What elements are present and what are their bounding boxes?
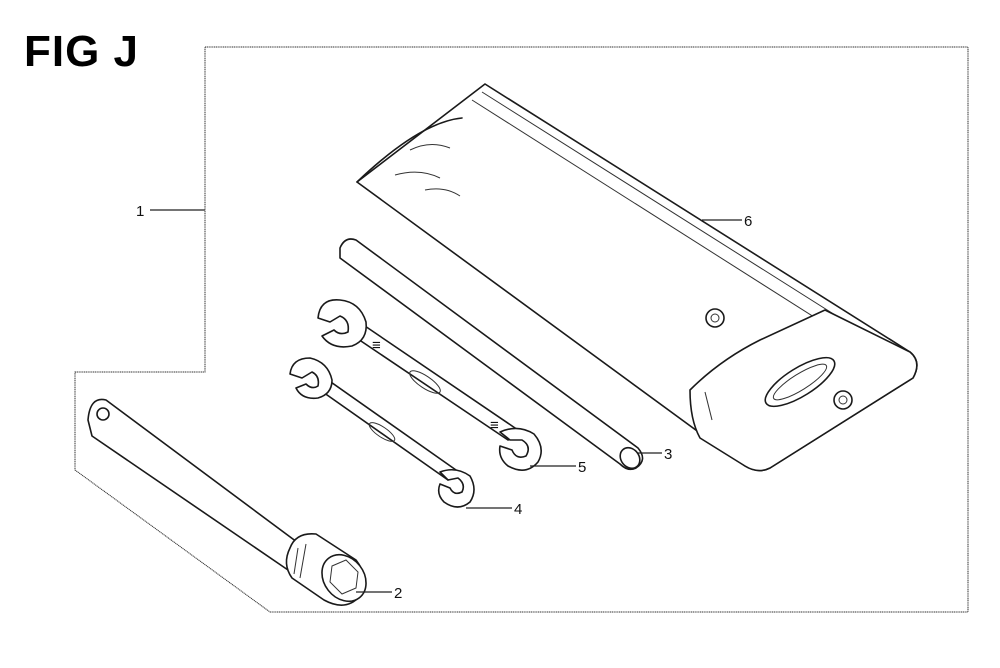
box-wrench <box>87 398 367 606</box>
tool-bag <box>356 83 918 472</box>
open-end-wrench-small <box>289 357 475 508</box>
callout-3: 3 <box>664 446 672 463</box>
callout-2: 2 <box>394 585 402 602</box>
bag-snap-upper <box>705 308 725 328</box>
callout-5: 5 <box>578 459 586 476</box>
callout-6: 6 <box>744 213 752 230</box>
callout-4: 4 <box>514 501 522 518</box>
svg-text:≡: ≡ <box>490 417 499 434</box>
open-end-wrench-large: ≡ ≡ <box>317 299 542 471</box>
bag-badge <box>764 356 836 408</box>
callout-1: 1 <box>136 203 144 220</box>
bag-snap-lower <box>833 390 853 410</box>
svg-text:≡: ≡ <box>372 337 381 354</box>
assembly-boundary <box>74 46 969 613</box>
figure-title: FIG J <box>24 27 140 76</box>
handle-bar <box>339 238 644 471</box>
